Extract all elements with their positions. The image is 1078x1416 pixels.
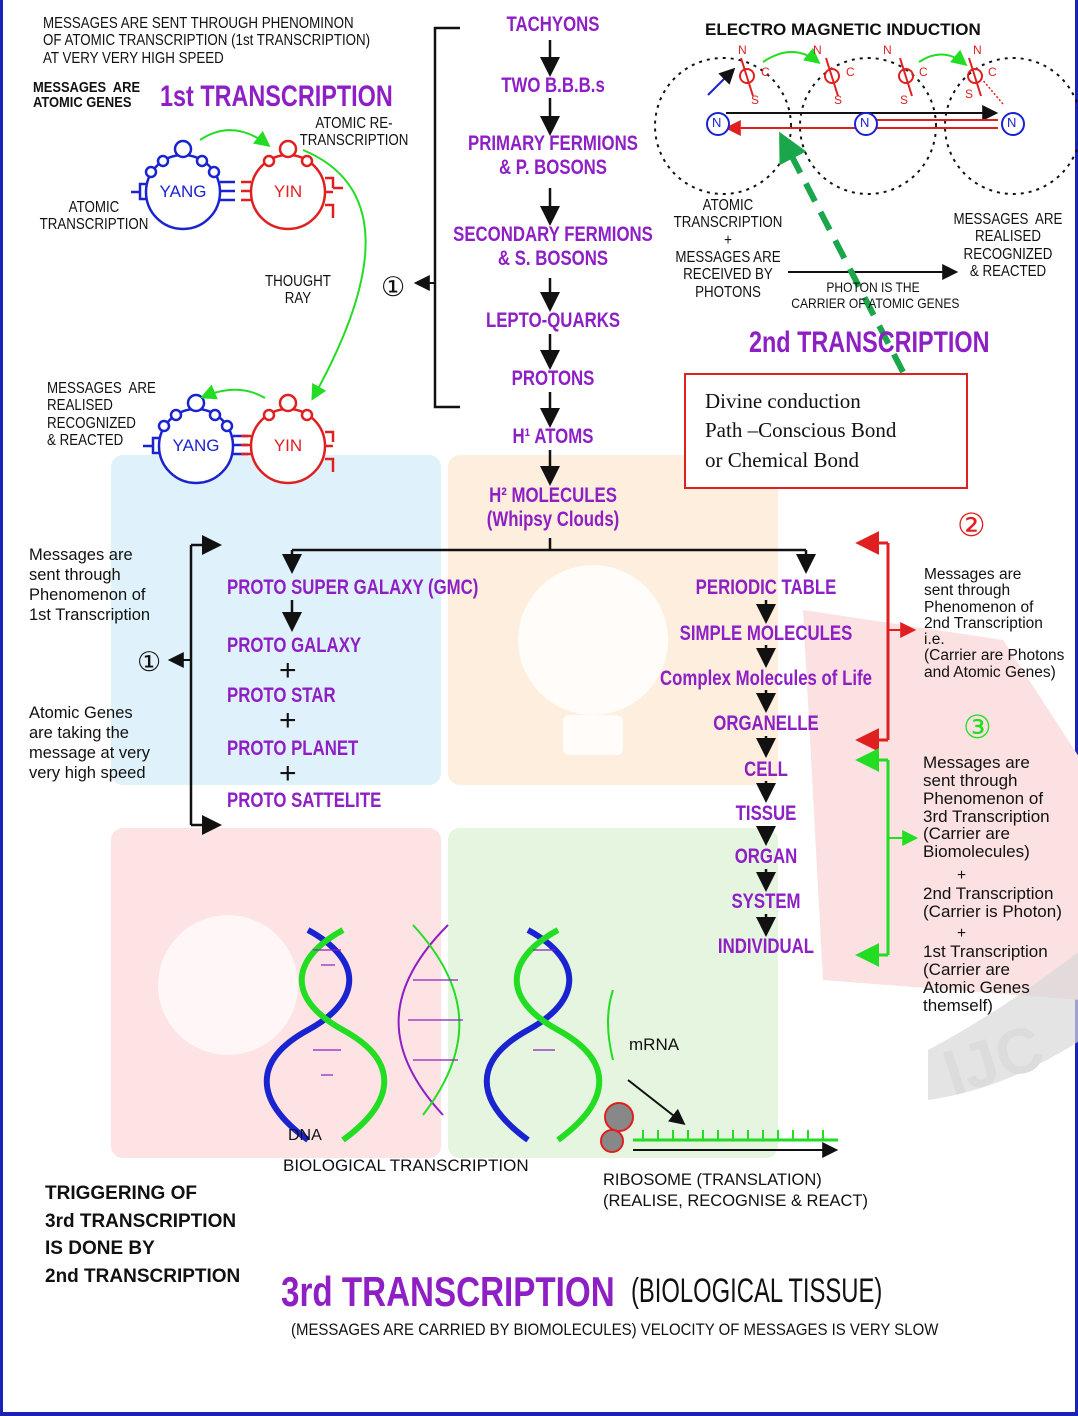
bracket-number-3: ③ (963, 708, 992, 746)
plus-3: + (279, 757, 297, 790)
dna-label: DNA (288, 1127, 322, 1144)
left-branch-item-1: PROTO GALAXY (227, 634, 362, 657)
left-branch-item-3: PROTO PLANET (227, 737, 359, 760)
right-branch-item-3: ORGANELLE (713, 712, 819, 735)
divine-conduction-text: Divine conduction Path –Conscious Bond o… (705, 389, 897, 472)
bracket-number-1-left: ① (137, 647, 162, 678)
yang-yin-top (131, 139, 343, 231)
chain-item-5: PROTONS (511, 367, 595, 390)
realised-arrow (200, 384, 266, 400)
footer-note: (MESSAGES ARE CARRIED BY BIOMOLECULES) V… (291, 1320, 939, 1339)
right-branch-item-5: TISSUE (735, 802, 797, 825)
thought-ray-label: THOUGHT RAY (265, 273, 331, 308)
chain-item-4: LEPTO-QUARKS (485, 309, 621, 332)
atom-n-3: N (1007, 115, 1017, 130)
pole-s-1: S (751, 93, 760, 107)
pole-c-3: C (919, 65, 928, 79)
right-branch-item-1: SIMPLE MOLECULES (679, 622, 853, 645)
pole-s-4: S (965, 87, 974, 101)
atomic-intro-text: MESSAGES ARE SENT THROUGH PHENOMINON OF … (43, 15, 371, 67)
chain-item-0: TACHYONS (506, 13, 600, 36)
plus-side-1: + (957, 867, 967, 884)
first-transcription-title: 1st TRANSCRIPTION (160, 80, 393, 113)
mrna-label: mRNA (629, 1035, 680, 1054)
left-branch-item-0: PROTO SUPER GALAXY (GMC) (227, 576, 479, 599)
dna-rungs (313, 949, 555, 1076)
right-branch-item-0: PERIODIC TABLE (695, 576, 837, 599)
right-branch-item-8: INDIVIDUAL (717, 935, 815, 958)
messages-realised-label-left: MESSAGES ARE REALISED RECOGNIZED & REACT… (47, 380, 156, 450)
em-induction-title: ELECTRO MAGNETIC INDUCTION (705, 20, 981, 39)
pole-s-3: S (900, 93, 909, 107)
left-branch-item-4: PROTO SATTELITE (227, 789, 382, 812)
plus-2: + (279, 704, 297, 737)
left-branch-item-2: PROTO STAR (227, 684, 336, 707)
pole-c-4: C (988, 65, 997, 79)
retranscription-arrow (199, 129, 271, 147)
triggering-note: TRIGGERING OF 3rd TRANSCRIPTION IS DONE … (45, 1183, 241, 1287)
em-left-caption: ATOMIC TRANSCRIPTION + MESSAGES ARE RECE… (673, 197, 783, 301)
side-right-text-3c: 1st Transcription (Carrier are Atomic Ge… (923, 942, 1048, 1015)
chain-item-6: H¹ ATOMS (512, 425, 594, 448)
chain-item-2: PRIMARY FERMIONS & P. BOSONS (468, 132, 638, 179)
pole-n-4: N (973, 43, 982, 57)
dna-helixes (263, 924, 614, 1143)
pole-c-1: C (761, 65, 770, 79)
side-right-text-3b: 2nd Transcription (Carrier is Photon) (923, 884, 1062, 921)
ribosome (600, 1079, 839, 1158)
atomic-transcription-label: ATOMIC TRANSCRIPTION (39, 199, 149, 234)
diagram-lines (131, 26, 1078, 1158)
divine-conduction-box: Divine conduction Path –Conscious Bond o… (684, 373, 968, 489)
em-induction-diagram (654, 47, 1078, 374)
right-branch-item-4: CELL (744, 758, 788, 781)
pole-c-2: C (846, 65, 855, 79)
pole-n-1: N (738, 43, 747, 57)
biological-transcription-label: BIOLOGICAL TRANSCRIPTION (283, 1156, 529, 1175)
pole-s-2: S (834, 93, 843, 107)
yin-label-top: YIN (273, 182, 303, 201)
right-branch-item-6: ORGAN (734, 845, 798, 868)
pole-n-2: N (813, 43, 822, 57)
messages-are-atomic-genes: MESSAGES ARE ATOMIC GENES (33, 79, 141, 111)
chain-item-3: SECONDARY FERMIONS & S. BOSONS (453, 223, 653, 270)
bracket-number-1-top: ① (381, 272, 406, 303)
right-branch-item-2: Complex Molecules of Life (660, 667, 872, 690)
yin-label-bottom: YIN (273, 436, 303, 455)
chain-item-1: TWO B.B.B.s (501, 74, 605, 97)
em-right-caption: MESSAGES ARE REALISED RECOGNIZED & REACT… (953, 211, 1063, 281)
bracket-number-2: ② (957, 506, 986, 544)
side-right-text-2: Messages are sent through Phenomenon of … (924, 566, 1065, 681)
plus-side-2: + (957, 925, 967, 942)
ribosome-label: RIBOSOME (TRANSLATION) (REALISE, RECOGNI… (603, 1171, 868, 1211)
second-transcription-title: 2nd TRANSCRIPTION (749, 326, 990, 359)
yang-label-bottom: YANG (172, 436, 220, 455)
side-left-top-text: Messages are sent through Phenomenon of … (29, 546, 151, 625)
atom-n-1: N (712, 115, 722, 130)
thought-ray-arrow (302, 149, 367, 401)
plus-1: + (279, 654, 297, 687)
yang-label-top: YANG (159, 182, 207, 201)
atom-n-2: N (860, 115, 870, 130)
split-connector (292, 538, 806, 552)
right-branch-item-7: SYSTEM (731, 890, 801, 913)
pole-n-3: N (883, 43, 892, 57)
side-right-text-3a: Messages are sent through Phenomenon of … (923, 753, 1050, 862)
atomic-retranscription-label: ATOMIC RE- TRANSCRIPTION (299, 115, 409, 150)
photon-caption: PHOTON IS THE CARRIER OF ATOMIC GENES (791, 279, 960, 311)
yang-yin-bottom (143, 393, 335, 485)
side-left-bottom-text: Atomic Genes are taking the message at v… (29, 704, 151, 783)
third-transcription-subtitle: (BIOLOGICAL TISSUE) (631, 1272, 883, 1310)
third-transcription-title: 3rd TRANSCRIPTION (281, 1268, 615, 1315)
main-bracket (433, 26, 460, 409)
divine-path-dashed (779, 131, 906, 374)
chain-item-7: H² MOLECULES (Whipsy Clouds) (486, 484, 620, 531)
